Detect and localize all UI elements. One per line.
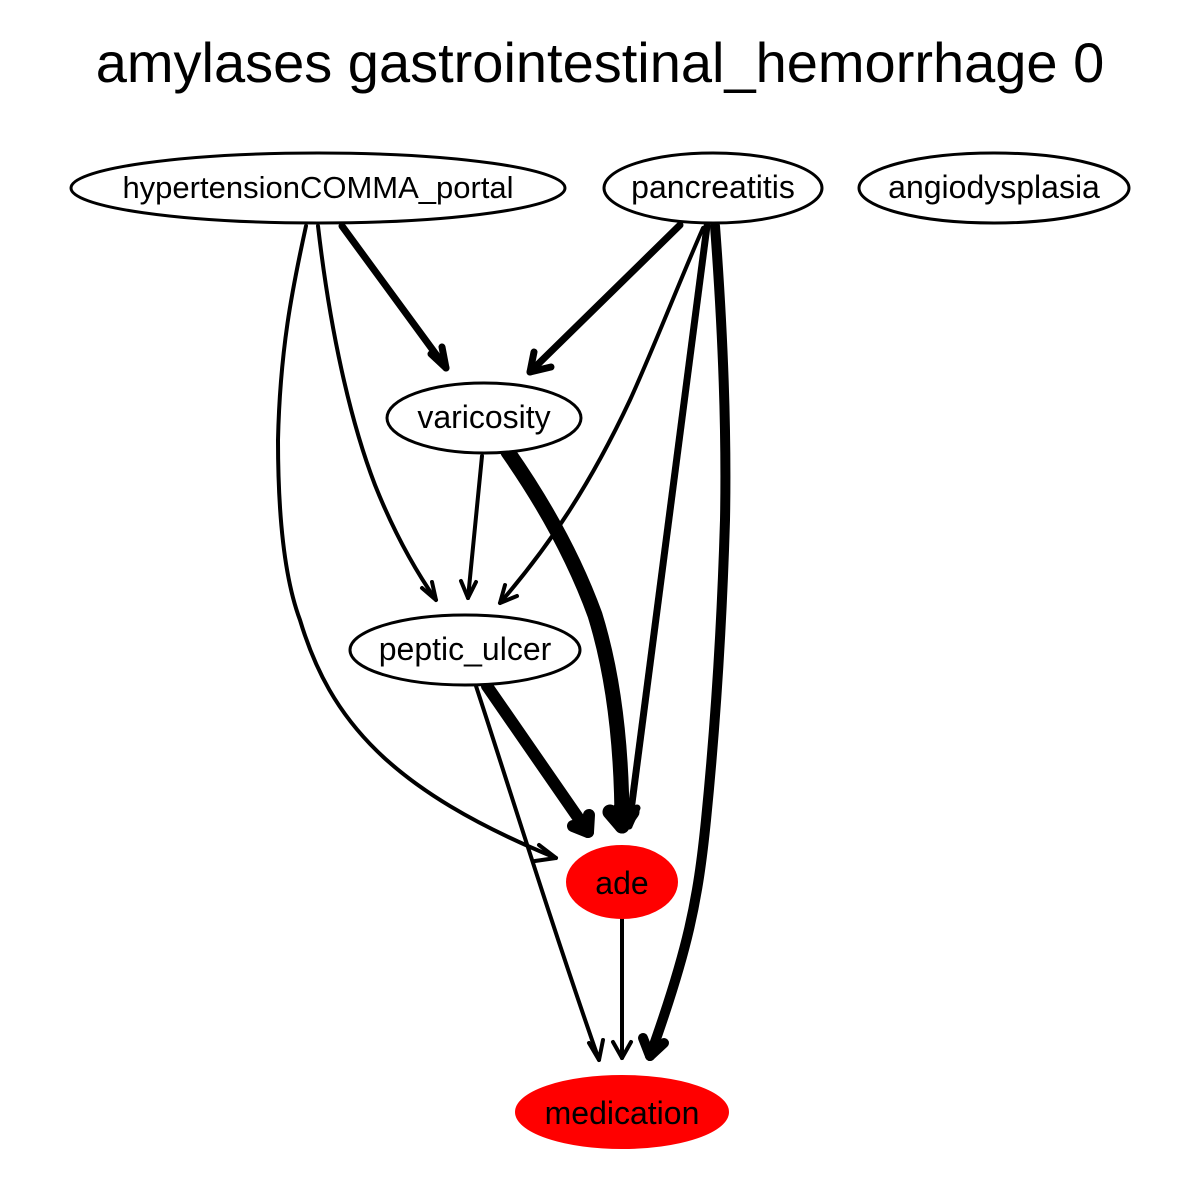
node-pancreatitis: pancreatitis [602, 151, 824, 225]
node-peptic-ulcer: peptic_ulcer [348, 613, 582, 687]
node-varicosity: varicosity [385, 381, 583, 455]
edge-pancreatitis-ade [613, 222, 711, 830]
node-label-hypertension-portal: hypertensionCOMMA_portal [122, 170, 513, 205]
edge-pancreatitis-peptic-ulcer [498, 226, 705, 605]
graph-title: amylases gastrointestinal_hemorrhage 0 [96, 31, 1105, 94]
edge-peptic-ulcer-ade [481, 680, 595, 838]
edge-ade-medication [611, 916, 633, 1060]
edge-varicosity-ade [500, 444, 640, 834]
edge-pancreatitis-varicosity [526, 221, 684, 376]
node-label-medication: medication [545, 1095, 700, 1131]
node-ade: ade [566, 845, 678, 919]
node-label-peptic-ulcer: peptic_ulcer [379, 631, 552, 667]
edge-varicosity-peptic-ulcer [459, 454, 484, 600]
node-label-varicosity: varicosity [417, 399, 550, 435]
node-hypertension-portal: hypertensionCOMMA_portal [69, 151, 567, 225]
node-medication: medication [515, 1075, 729, 1149]
node-label-pancreatitis: pancreatitis [631, 169, 795, 205]
node-angiodysplasia: angiodysplasia [857, 151, 1131, 225]
node-label-ade: ade [595, 865, 648, 901]
edge-peptic-ulcer-medication [474, 684, 605, 1062]
edge-hypertension-peptic-ulcer [316, 224, 438, 602]
node-label-angiodysplasia: angiodysplasia [888, 169, 1100, 205]
edge-pancreatitis-medication [638, 221, 731, 1061]
edge-hypertension-varicosity [338, 222, 450, 372]
edge-hypertension-ade [276, 224, 558, 863]
